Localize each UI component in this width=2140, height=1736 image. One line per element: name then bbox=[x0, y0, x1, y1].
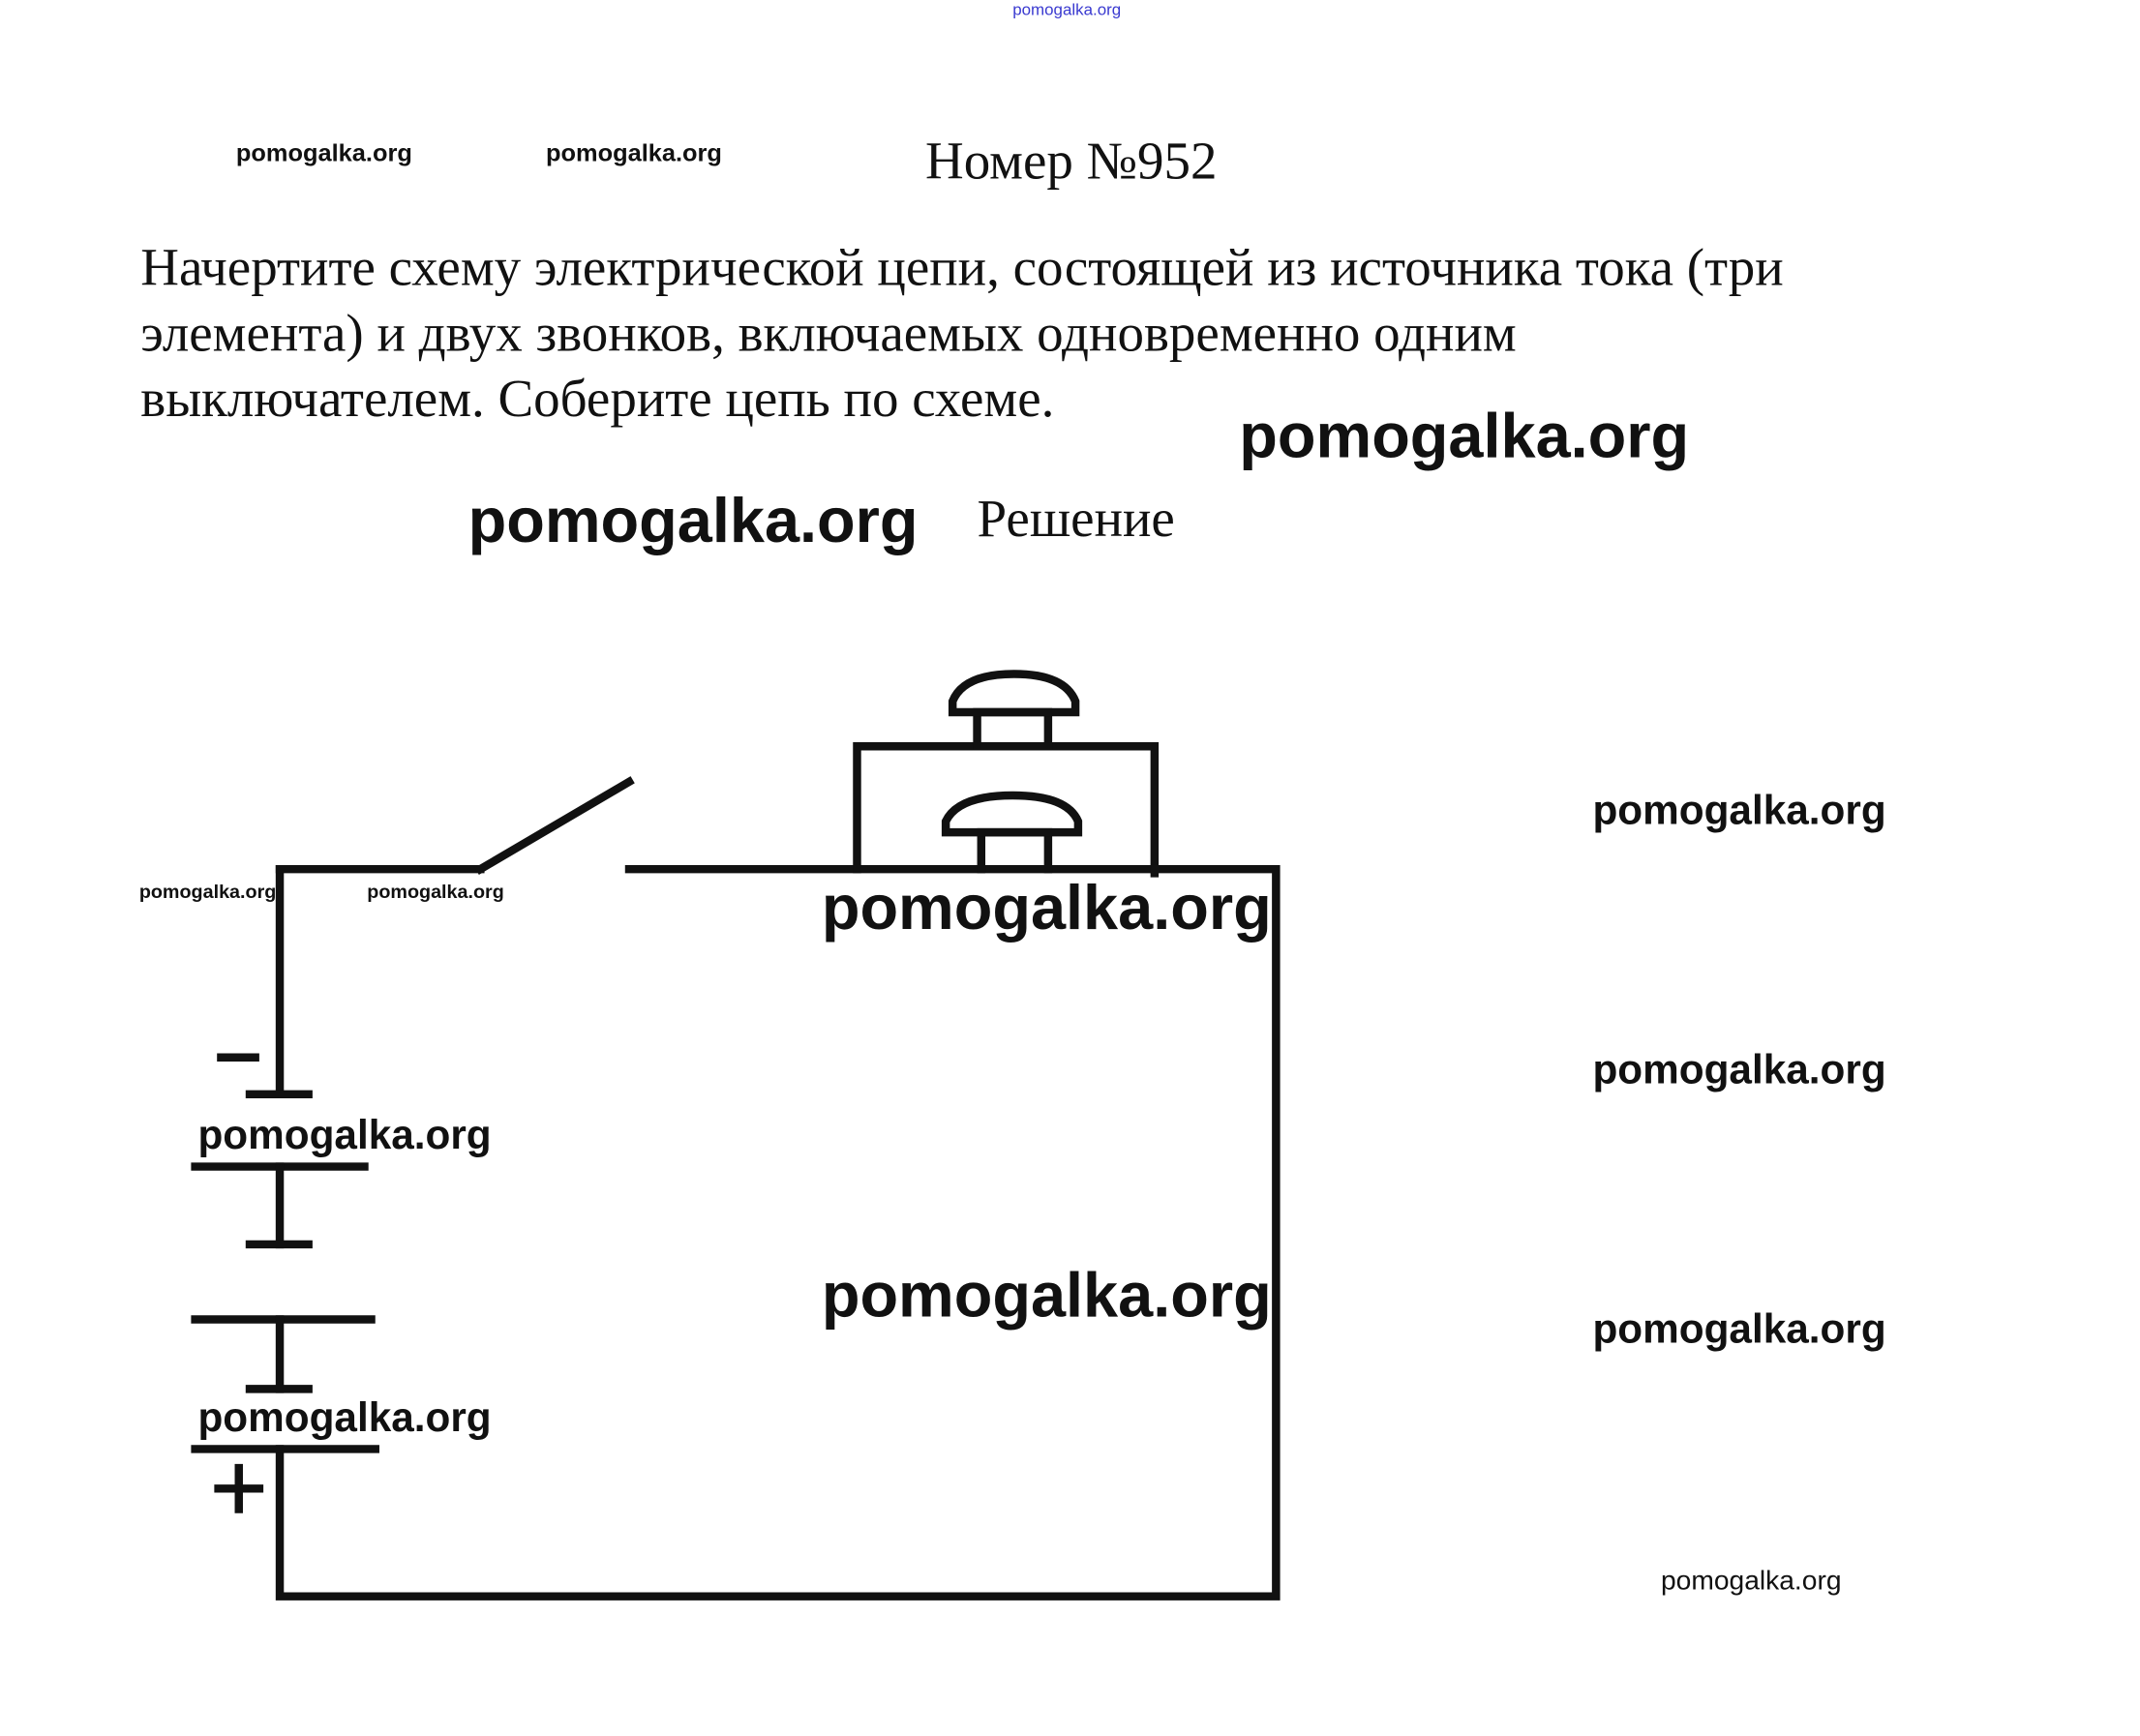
bell-2-dome-icon bbox=[941, 791, 1083, 837]
watermark: pomogalka.org bbox=[1592, 788, 1886, 834]
page-title: Номер №952 bbox=[924, 132, 1218, 192]
problem-line: элемента) и двух звонков, включаемых одн… bbox=[140, 304, 1517, 364]
watermark: pomogalka.org bbox=[821, 871, 1272, 943]
bell-1-dome-icon bbox=[948, 670, 1080, 717]
watermark: pomogalka.org bbox=[1239, 400, 1690, 471]
watermark-top: pomogalka.org bbox=[1012, 0, 1122, 19]
switch-blade bbox=[474, 776, 635, 875]
watermark: pomogalka.org bbox=[367, 880, 504, 903]
bell-2-stem bbox=[977, 827, 1053, 874]
watermark: pomogalka.org bbox=[467, 484, 919, 555]
watermark: pomogalka.org bbox=[821, 1259, 1272, 1331]
watermark: pomogalka.org bbox=[235, 138, 412, 167]
plus-sign-icon bbox=[214, 1463, 264, 1513]
watermark: pomogalka.org bbox=[1592, 1306, 1886, 1353]
watermark: pomogalka.org bbox=[1660, 1566, 1842, 1597]
problem-line: Начертите схему электрической цепи, сост… bbox=[140, 238, 1784, 298]
problem-text: Начертите схему электрической цепи, сост… bbox=[140, 236, 1783, 433]
watermark: pomogalka.org bbox=[546, 138, 722, 167]
watermark: pomogalka.org bbox=[138, 880, 277, 903]
problem-line: выключателем. Соберите цепь по схеме. bbox=[140, 370, 1055, 429]
wire-top-right bbox=[275, 864, 1281, 1601]
solution-label: Решение bbox=[977, 490, 1175, 549]
bell-1-stem bbox=[973, 707, 1053, 751]
watermark: pomogalka.org bbox=[197, 1395, 492, 1441]
watermark: pomogalka.org bbox=[1592, 1047, 1886, 1093]
bell-branch-wire bbox=[853, 742, 1160, 878]
watermark: pomogalka.org bbox=[197, 1113, 492, 1159]
